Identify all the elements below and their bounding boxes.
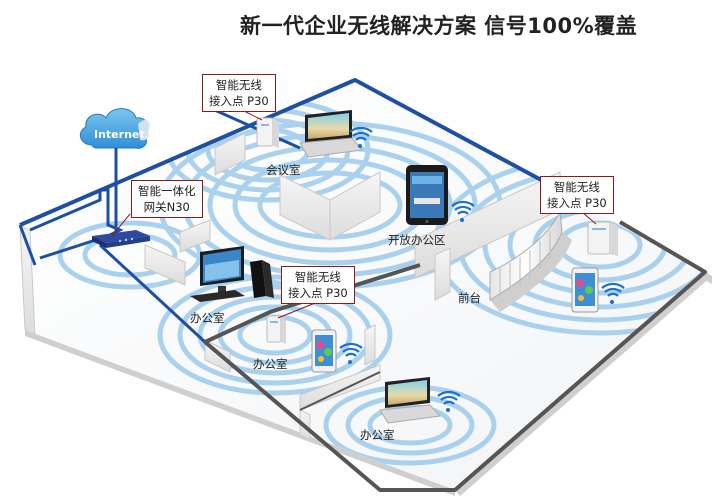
callout-line: 接入点 P30: [547, 196, 607, 210]
laptop-icon-bottom-office: [379, 377, 442, 424]
room-label-office-bottom: 办公室: [360, 428, 395, 442]
callout-line: 智能无线: [294, 270, 341, 284]
room-label-office-left: 办公室: [190, 311, 225, 325]
callout-line: 智能无线: [215, 78, 262, 92]
waves-offices: [157, 274, 393, 396]
desktop-computer-icon: [190, 246, 274, 302]
partition-walls: [144, 132, 561, 441]
callout-line: 智能无线: [553, 180, 600, 194]
internet-cloud-icon: [79, 108, 151, 149]
outer-walls: [19, 224, 712, 496]
blue-mid-rail: [98, 243, 207, 344]
room-label-open-office: 开放办公区: [388, 233, 446, 247]
room-label-meeting: 会议室: [266, 163, 301, 177]
laptop-icon-meeting-room: [299, 110, 363, 158]
callout-line: 智能一体化: [138, 184, 196, 198]
wifi-icon-front-desk: [601, 282, 625, 304]
wifi-icon-office: [339, 342, 363, 364]
access-point-icon-top: [256, 117, 279, 148]
wifi-icon-open-office: [451, 200, 475, 222]
gray-office-wall: [204, 263, 421, 344]
blue-left-rail: [18, 224, 37, 266]
outer-border-gray: [203, 220, 707, 492]
blue-top-corridor: [209, 106, 301, 150]
phone-icon-front-desk: [571, 267, 599, 313]
wifi-icon-meeting: [349, 126, 373, 148]
gray-office-wall-2: [299, 371, 381, 411]
wifi-icon-bottom-office: [437, 390, 461, 412]
callout-line: 接入点 P30: [209, 94, 269, 108]
callout-access-point-right: 智能无线 接入点 P30: [540, 176, 614, 214]
internet-label: Internet: [94, 128, 145, 141]
callout-gateway: 智能一体化 网关N30: [131, 180, 203, 218]
page-title: 新一代企业无线解决方案 信号100%覆盖: [240, 14, 638, 38]
access-point-icon-middle: [266, 315, 286, 344]
reception-desk-icon: [489, 210, 572, 312]
outer-border-blue: [19, 78, 546, 227]
callout-access-point-middle: 智能无线 接入点 P30: [281, 266, 355, 304]
callout-access-point-top: 智能无线 接入点 P30: [202, 74, 276, 112]
phone-icon-office: [311, 329, 337, 373]
room-label-office-mid: 办公室: [253, 357, 288, 371]
access-point-icon-right: [587, 221, 618, 256]
callout-line: 接入点 P30: [288, 286, 348, 300]
room-label-front-desk: 前台: [458, 291, 481, 305]
callout-line: 网关N30: [143, 200, 190, 214]
gateway-device-icon: [92, 230, 150, 248]
tablet-icon-open-office: [406, 165, 448, 225]
